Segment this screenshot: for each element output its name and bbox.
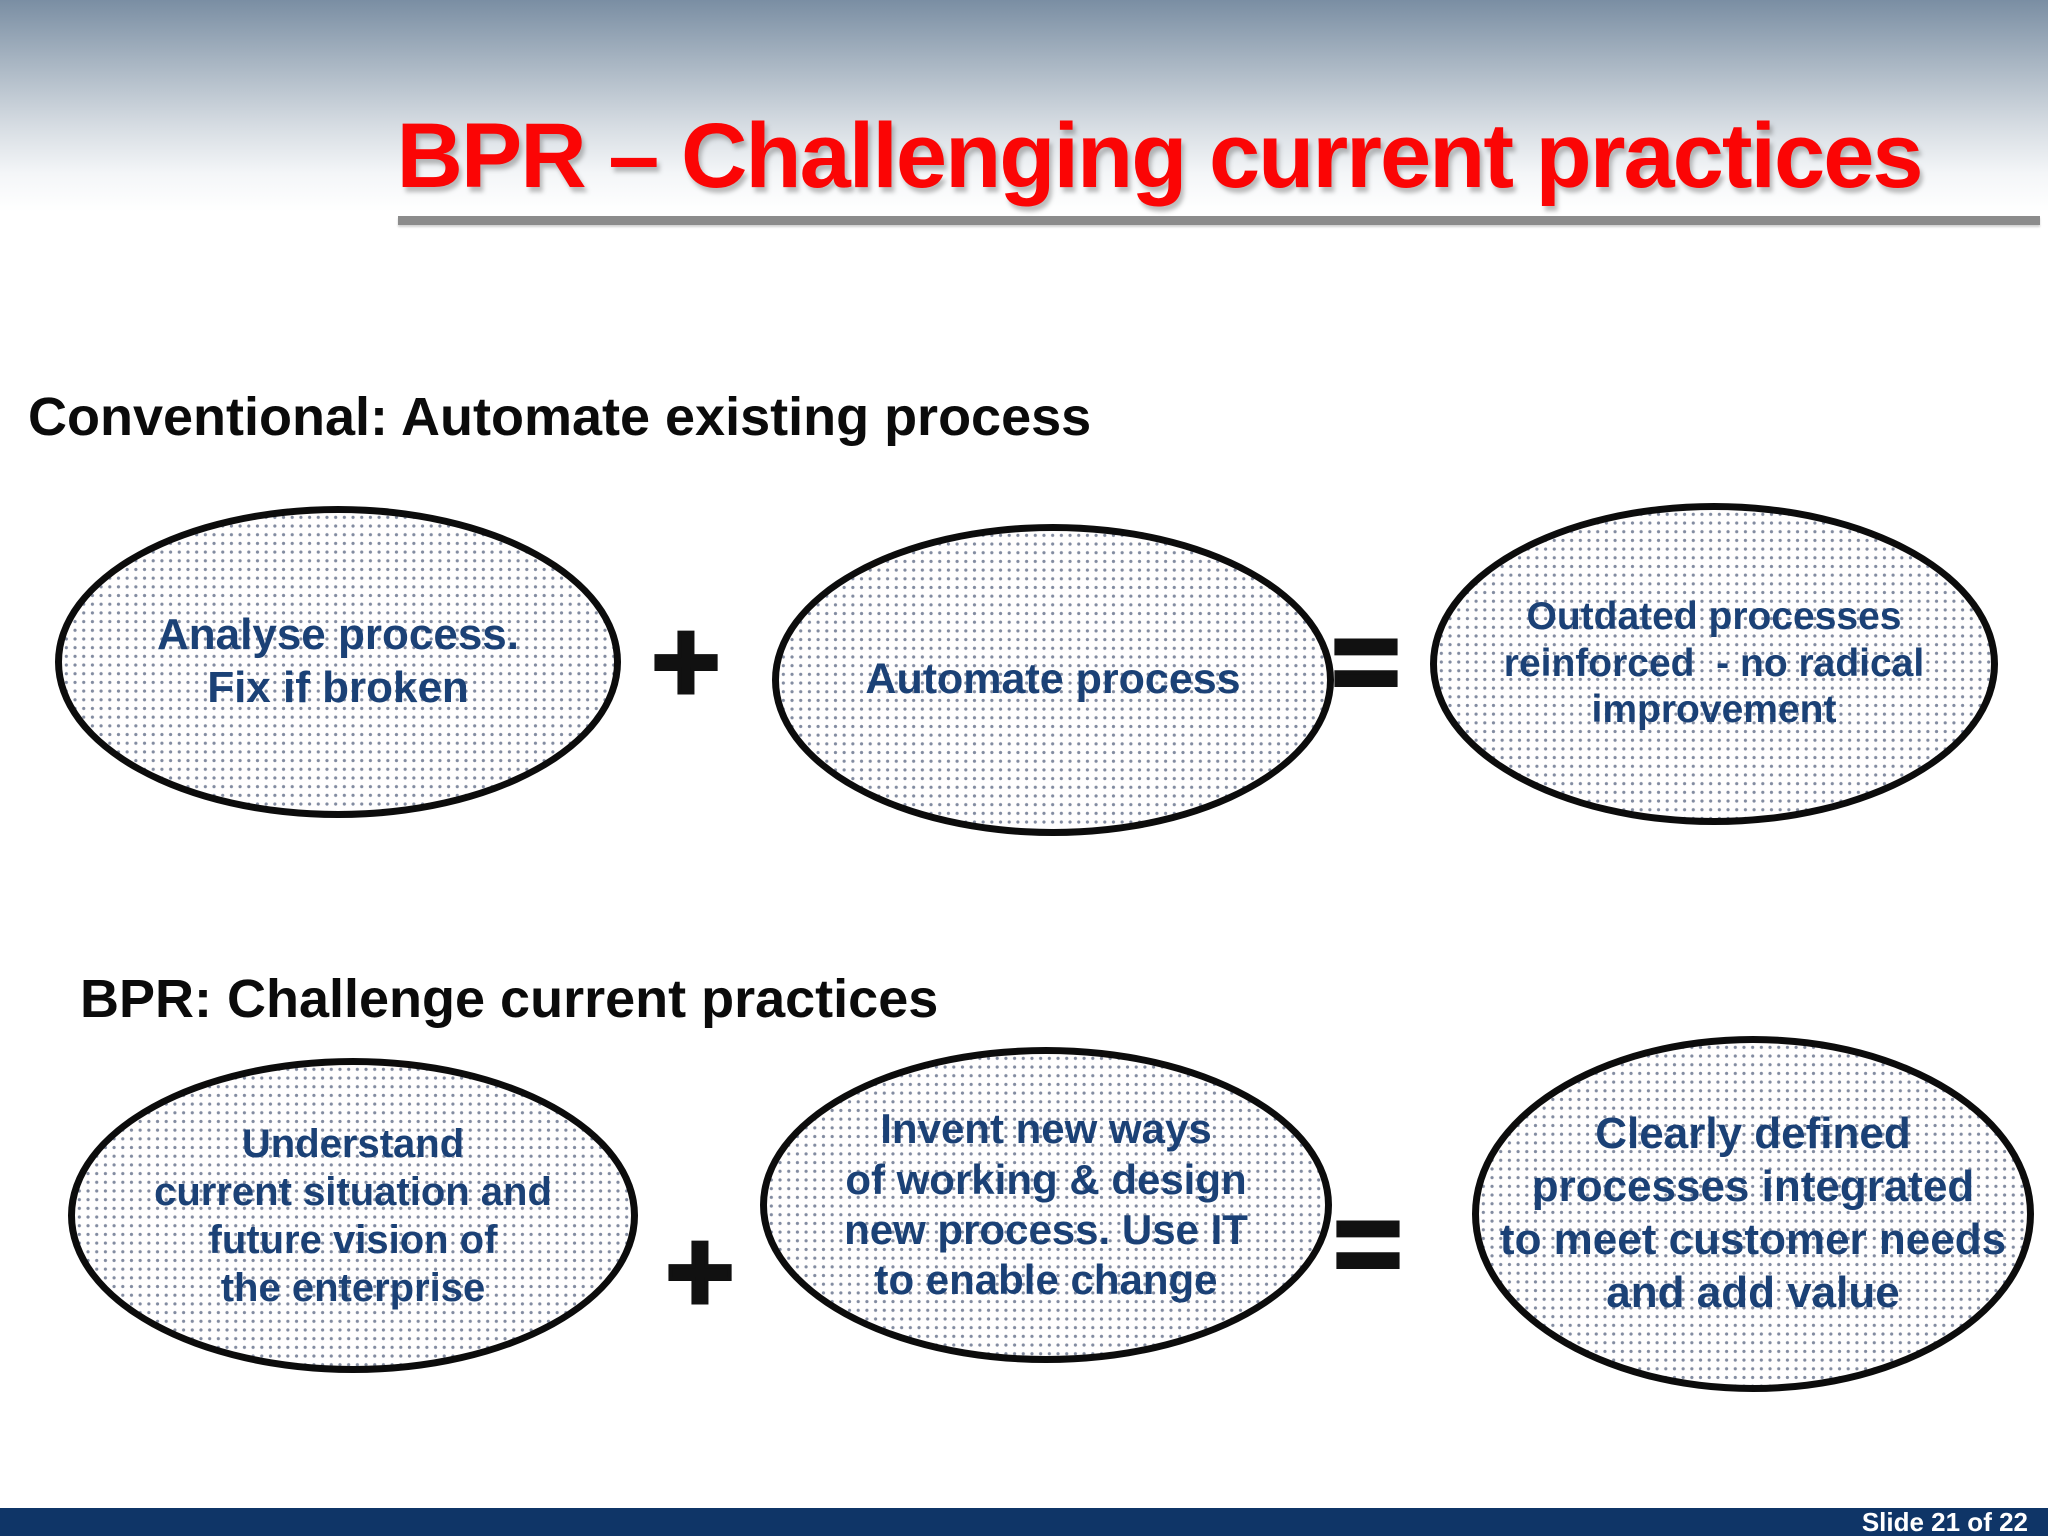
ellipse-automate-process-text: Automate process — [865, 655, 1241, 704]
equals-operator-conventional: = — [1330, 596, 1403, 728]
slide-number: Slide 21 of 22 — [1861, 1507, 2028, 1536]
plus-operator-bpr: + — [664, 1206, 737, 1338]
ellipse-analyse-fix: Analyse process. Fix if broken — [55, 506, 621, 818]
title-underline — [398, 216, 2040, 225]
slide-title: BPR – Challenging current practices — [396, 105, 1923, 207]
ellipse-understand-situation-text: Understand current situation and future … — [154, 1121, 552, 1310]
ellipse-analyse-fix-text: Analyse process. Fix if broken — [157, 610, 519, 712]
equals-operator-bpr: = — [1332, 1178, 1405, 1310]
section-heading-conventional: Conventional: Automate existing process — [28, 387, 1092, 447]
ellipse-understand-situation: Understand current situation and future … — [68, 1058, 638, 1373]
ellipse-invent-new-ways: Invent new ways of working & design new … — [760, 1047, 1332, 1363]
ellipse-invent-new-ways-text: Invent new ways of working & design new … — [844, 1105, 1248, 1304]
plus-operator-conventional: + — [650, 596, 723, 728]
footer-bar: Slide 21 of 22 — [0, 1508, 2048, 1536]
section-heading-bpr: BPR: Challenge current practices — [80, 969, 939, 1029]
header-gradient — [0, 0, 2048, 212]
ellipse-clearly-defined-text: Clearly defined processes integrated to … — [1499, 1109, 2007, 1317]
ellipse-outdated-processes: Outdated processes reinforced - no radic… — [1430, 503, 1998, 825]
ellipse-automate-process: Automate process — [772, 524, 1334, 836]
ellipse-outdated-processes-text: Outdated processes reinforced - no radic… — [1503, 594, 1925, 732]
ellipse-clearly-defined: Clearly defined processes integrated to … — [1472, 1036, 2034, 1392]
